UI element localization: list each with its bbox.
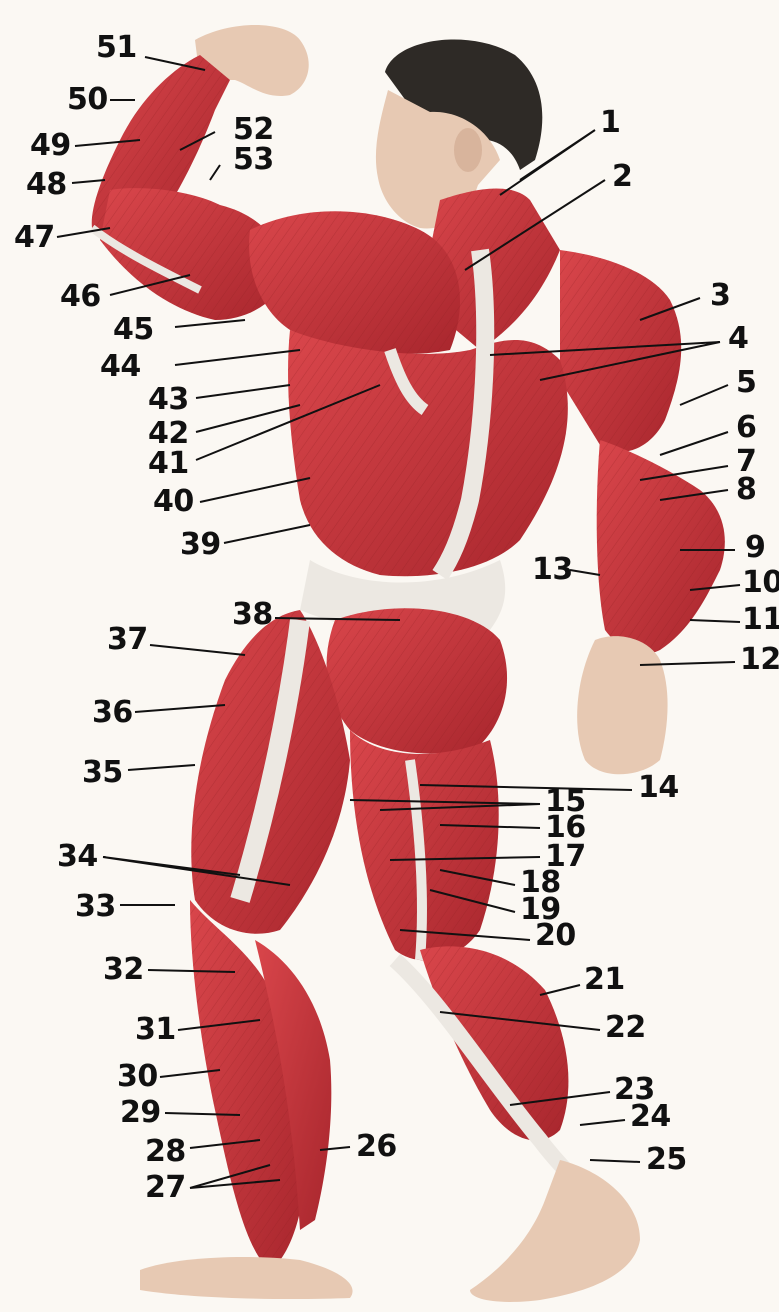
label-21: 21 <box>584 965 625 995</box>
label-52: 52 <box>233 115 274 145</box>
label-53: 53 <box>233 145 274 175</box>
label-48: 48 <box>26 170 67 200</box>
label-31: 31 <box>135 1015 176 1045</box>
label-36: 36 <box>92 698 133 728</box>
label-5: 5 <box>736 368 756 398</box>
label-33: 33 <box>75 892 116 922</box>
label-34: 34 <box>57 842 98 872</box>
label-27: 27 <box>145 1173 186 1203</box>
label-11: 11 <box>742 605 779 635</box>
label-25: 25 <box>646 1145 687 1175</box>
label-30: 30 <box>117 1062 158 1092</box>
label-44: 44 <box>100 352 141 382</box>
right-foot <box>470 1160 640 1302</box>
label-43: 43 <box>148 385 189 415</box>
ear <box>454 128 482 172</box>
label-24: 24 <box>630 1102 671 1132</box>
left-foot <box>140 1257 353 1299</box>
label-51: 51 <box>96 33 137 63</box>
label-4: 4 <box>728 324 748 354</box>
right-leg <box>350 730 640 1302</box>
label-39: 39 <box>180 530 221 560</box>
label-3: 3 <box>710 281 730 311</box>
label-35: 35 <box>82 758 123 788</box>
label-9: 9 <box>745 533 765 563</box>
label-6: 6 <box>736 413 756 443</box>
label-22: 22 <box>605 1013 646 1043</box>
label-26: 26 <box>356 1132 397 1162</box>
label-12: 12 <box>740 645 779 675</box>
label-40: 40 <box>153 487 194 517</box>
label-13: 13 <box>532 555 573 585</box>
label-10: 10 <box>742 568 779 598</box>
fist-lowered <box>577 636 667 774</box>
label-45: 45 <box>113 315 154 345</box>
label-29: 29 <box>120 1098 161 1128</box>
label-2: 2 <box>612 162 632 192</box>
label-28: 28 <box>145 1137 186 1167</box>
label-20: 20 <box>535 921 576 951</box>
label-41: 41 <box>148 449 189 479</box>
label-42: 42 <box>148 419 189 449</box>
label-32: 32 <box>103 955 144 985</box>
label-47: 47 <box>14 223 55 253</box>
lowered-arm <box>560 250 725 774</box>
label-50: 50 <box>67 85 108 115</box>
label-37: 37 <box>107 625 148 655</box>
label-46: 46 <box>60 282 101 312</box>
label-38: 38 <box>232 600 273 630</box>
label-14: 14 <box>638 773 679 803</box>
label-8: 8 <box>736 475 756 505</box>
label-1: 1 <box>600 108 620 138</box>
label-49: 49 <box>30 131 71 161</box>
